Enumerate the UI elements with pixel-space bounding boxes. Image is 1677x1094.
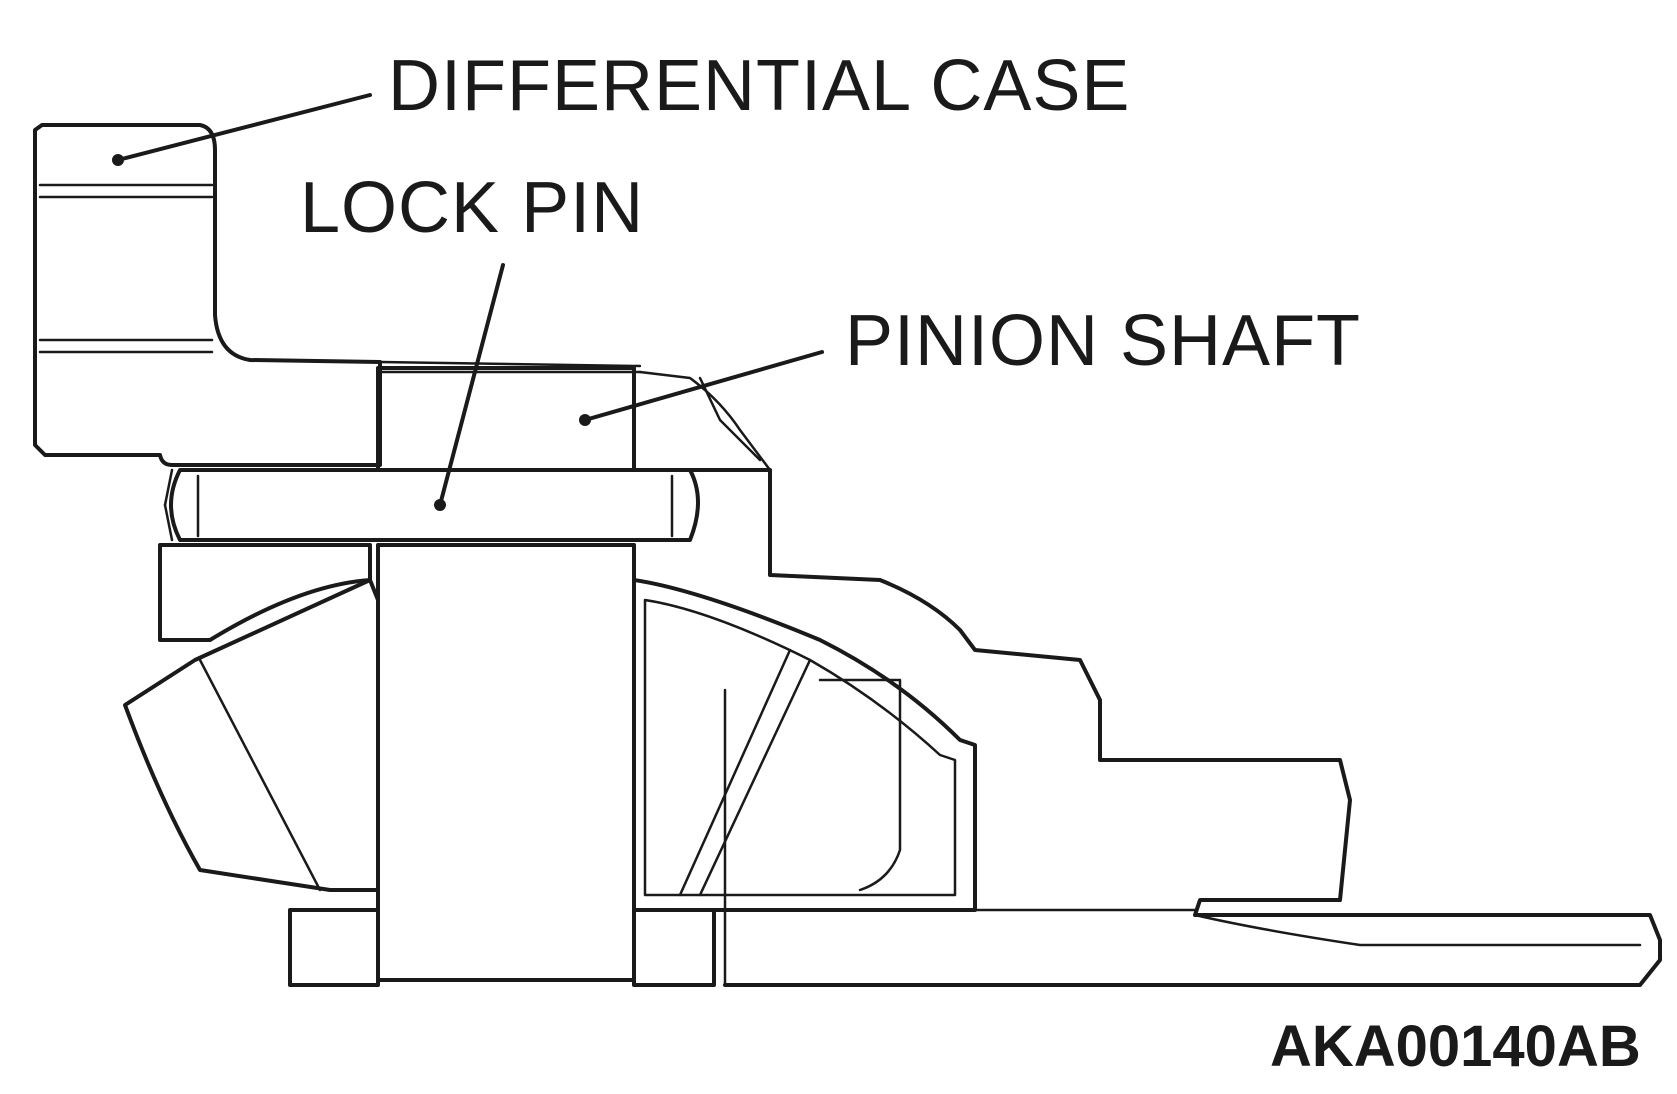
left-gear-part [123, 543, 380, 987]
leader-pinion-shaft [583, 350, 824, 422]
leader-lock-pin [438, 263, 505, 507]
leader-differential-case [116, 93, 372, 162]
right-gear-part [632, 578, 977, 987]
figure-code: AKA00140AB [1270, 1014, 1641, 1079]
differential-case-label: DIFFERENTIAL CASE [388, 46, 1131, 126]
lock-pin-part [163, 468, 700, 542]
lock-pin-label: LOCK PIN [300, 168, 645, 248]
pinion-shaft-label: PINION SHAFT [845, 301, 1362, 381]
housing-outline [688, 376, 1662, 987]
leader-lines [112, 93, 824, 511]
vertical-shaft-part [376, 543, 636, 982]
